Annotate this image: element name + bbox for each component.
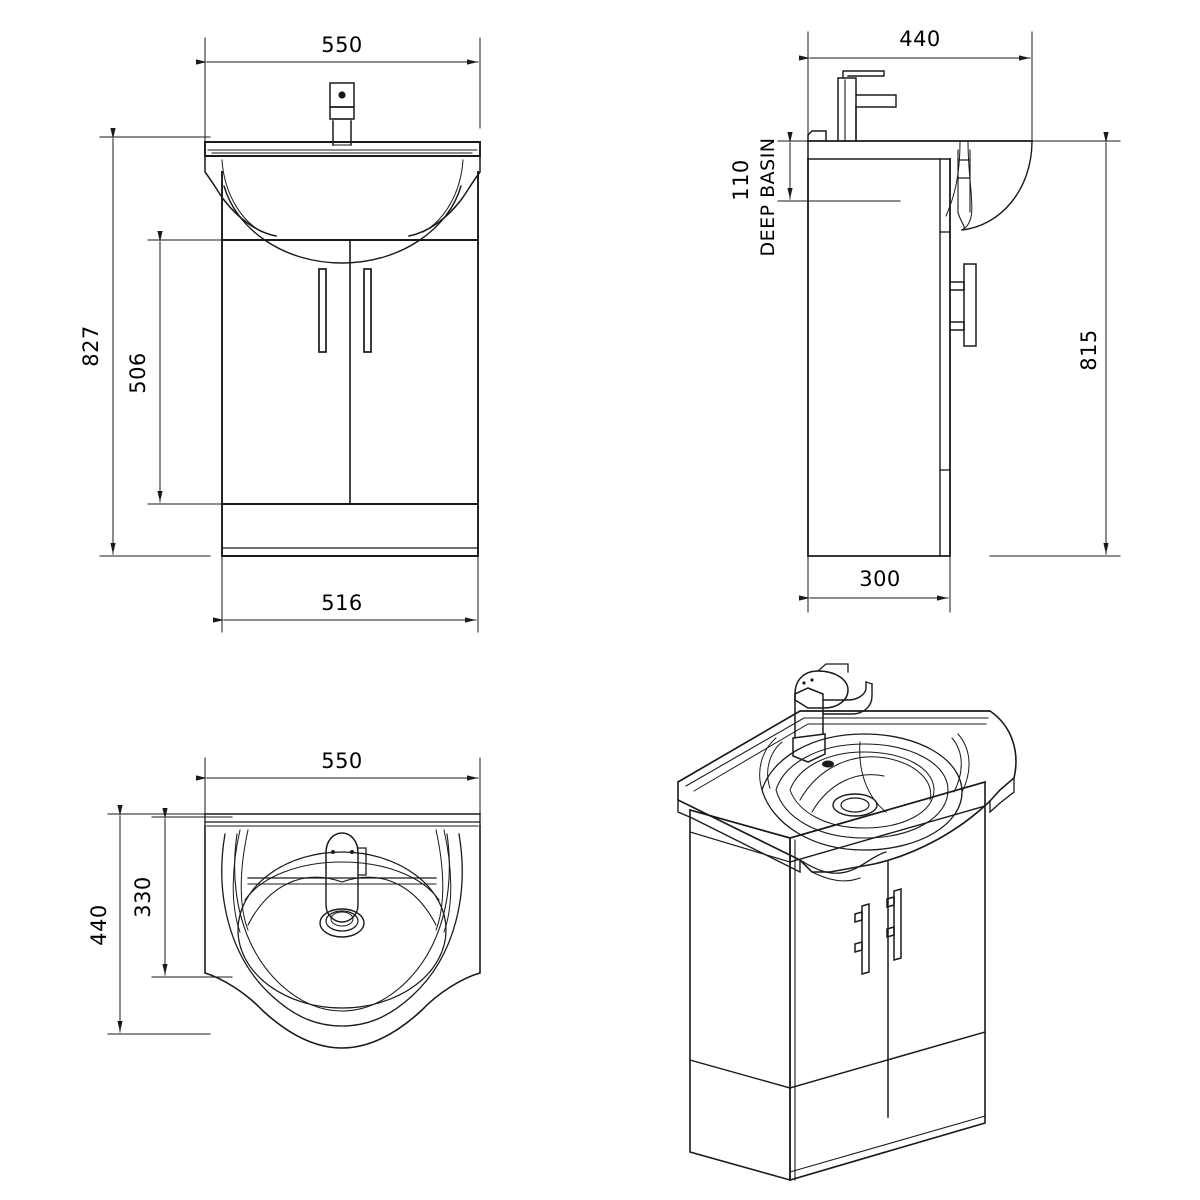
- side-elevation-view: [777, 31, 1121, 613]
- plan-outline: [204, 825, 481, 1049]
- side-tap: [837, 70, 897, 142]
- front-basin-counter: [204, 141, 481, 157]
- dim-550-front: [196, 37, 481, 151]
- front-elevation-view: [99, 37, 481, 633]
- iso-cabinet: [689, 780, 986, 1182]
- plan-counter-back: [204, 813, 481, 827]
- dim-label-827-front: 827: [79, 325, 103, 367]
- side-door-handle[interactable]: [949, 263, 977, 347]
- front-tap: [329, 82, 355, 146]
- iso-door-handle-left[interactable]: [854, 903, 870, 975]
- dim-516-front: [213, 555, 479, 633]
- front-basin-body: [204, 155, 481, 264]
- iso-basin: [677, 710, 1017, 882]
- side-basin-bowl: [945, 140, 1033, 231]
- dim-label-110-side: 110: [729, 159, 753, 201]
- dim-label-815-side: 815: [1077, 329, 1101, 371]
- side-cabinet: [807, 158, 977, 557]
- iso-tap: [792, 663, 873, 763]
- dim-label-440-side: 440: [899, 27, 941, 51]
- dim-815-side: [989, 132, 1121, 557]
- dim-label-300-side: 300: [859, 567, 901, 591]
- dim-300-side: [799, 555, 951, 613]
- dim-label-550-plan: 550: [321, 749, 363, 773]
- isometric-view: [677, 663, 1017, 1182]
- side-basin-counter: [807, 130, 1033, 160]
- plan-view: [107, 757, 481, 1049]
- dim-label-516-front: 516: [321, 591, 363, 615]
- dim-827-front: [99, 128, 211, 557]
- dim-440-side: [799, 31, 1033, 141]
- plan-basin-bowl: [221, 829, 463, 1027]
- front-cabinet-door-right[interactable]: [350, 240, 478, 504]
- front-door-handle-left[interactable]: [318, 268, 327, 353]
- dim-440-plan: [107, 805, 211, 1035]
- dim-label-330-plan: 330: [131, 876, 155, 918]
- dim-506-front: [147, 231, 229, 505]
- iso-door-handle-right[interactable]: [886, 888, 902, 961]
- front-cabinet: [221, 171, 479, 557]
- plan-tap: [319, 832, 367, 938]
- front-cabinet-door-left[interactable]: [222, 240, 350, 504]
- dim-label-506-front: 506: [126, 352, 150, 394]
- deep-basin-note: DEEP BASIN: [757, 137, 779, 256]
- dim-330-plan: [151, 808, 233, 978]
- dim-110-side: [777, 132, 901, 202]
- dim-label-550-front: 550: [321, 33, 363, 57]
- dim-label-440-plan: 440: [87, 904, 111, 946]
- front-door-handle-right[interactable]: [363, 268, 372, 353]
